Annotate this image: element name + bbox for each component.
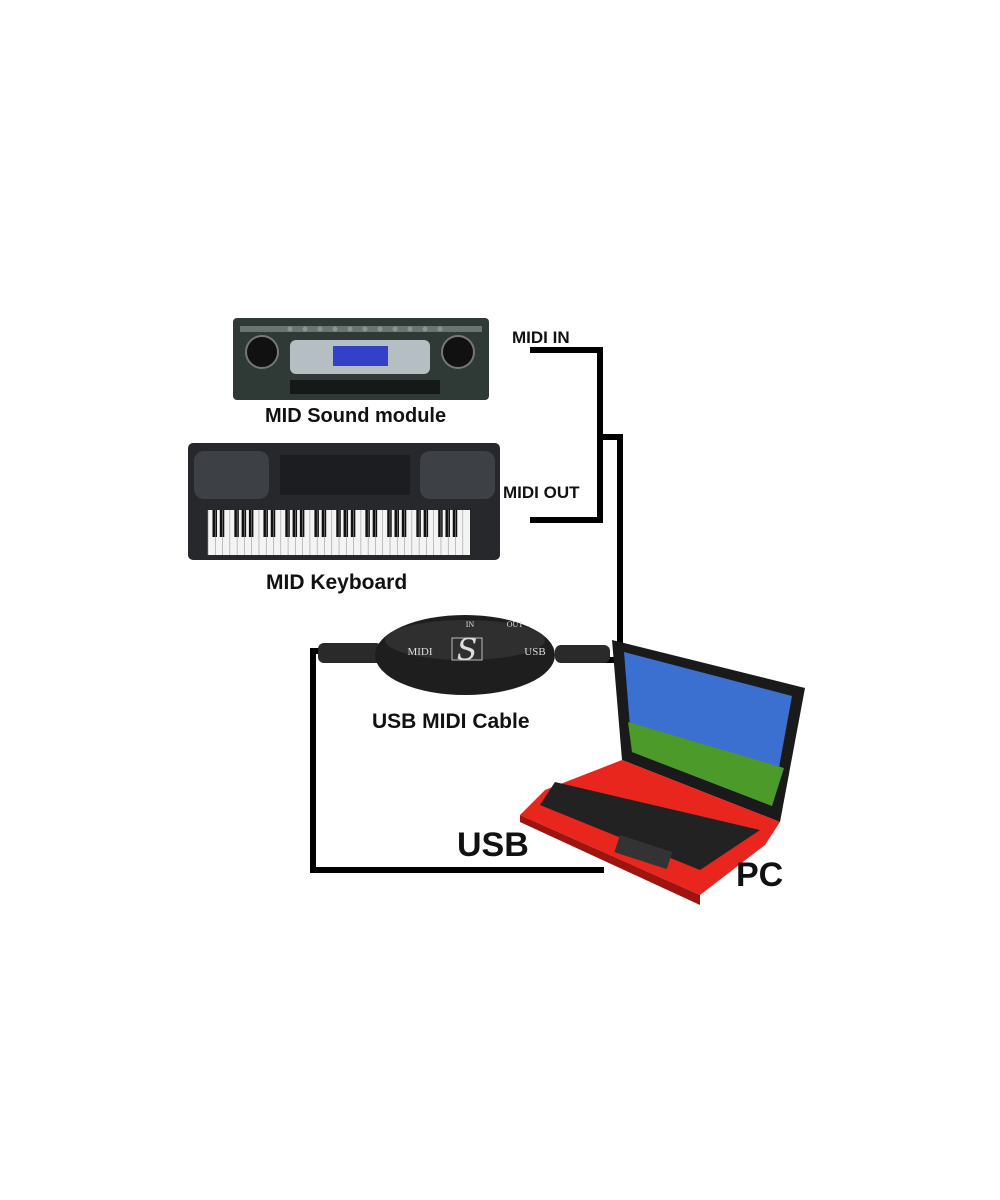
cable-in-label: IN xyxy=(466,620,475,629)
midi-out-label: MIDI OUT xyxy=(503,483,580,502)
pc-label: PC xyxy=(736,856,784,894)
sound-module-image xyxy=(233,318,489,400)
black-key xyxy=(219,510,225,537)
black-key xyxy=(292,510,298,537)
black-key xyxy=(438,510,443,537)
black-key xyxy=(263,510,268,537)
black-key xyxy=(452,510,458,537)
black-key xyxy=(387,510,392,537)
cable-usb-label: USB xyxy=(524,646,545,658)
keyboard-label: MID Keyboard xyxy=(266,571,408,594)
usb-midi-cable-label: USB MIDI Cable xyxy=(372,710,530,733)
black-key xyxy=(241,510,247,537)
music-s-logo-icon: S xyxy=(457,633,478,668)
black-key xyxy=(336,510,341,537)
black-key xyxy=(314,510,319,537)
piano-keys xyxy=(207,510,464,555)
midi-in-label: MIDI IN xyxy=(512,328,570,347)
usb-midi-cable-image: S MIDI USB IN OUT xyxy=(318,615,610,695)
black-key xyxy=(423,510,429,537)
black-key xyxy=(270,510,276,537)
keyboard-image xyxy=(188,443,500,560)
sound-module-label: MID Sound module xyxy=(265,405,447,427)
black-key xyxy=(212,510,217,537)
black-key xyxy=(321,510,327,537)
wire-to-cable xyxy=(600,434,623,663)
black-key xyxy=(401,510,407,537)
black-key xyxy=(372,510,378,537)
black-key xyxy=(365,510,370,537)
black-key xyxy=(343,510,349,537)
black-key xyxy=(445,510,450,537)
black-key xyxy=(285,510,290,537)
black-key xyxy=(350,510,356,537)
cable-out-label: OUT xyxy=(507,620,524,629)
cable-midi-label: MIDI xyxy=(407,646,432,658)
black-key xyxy=(234,510,239,537)
usb-label: USB xyxy=(457,826,529,864)
black-key xyxy=(248,510,254,537)
black-key xyxy=(299,510,305,537)
laptop-image xyxy=(520,640,805,905)
black-key xyxy=(394,510,399,537)
black-key xyxy=(416,510,421,537)
